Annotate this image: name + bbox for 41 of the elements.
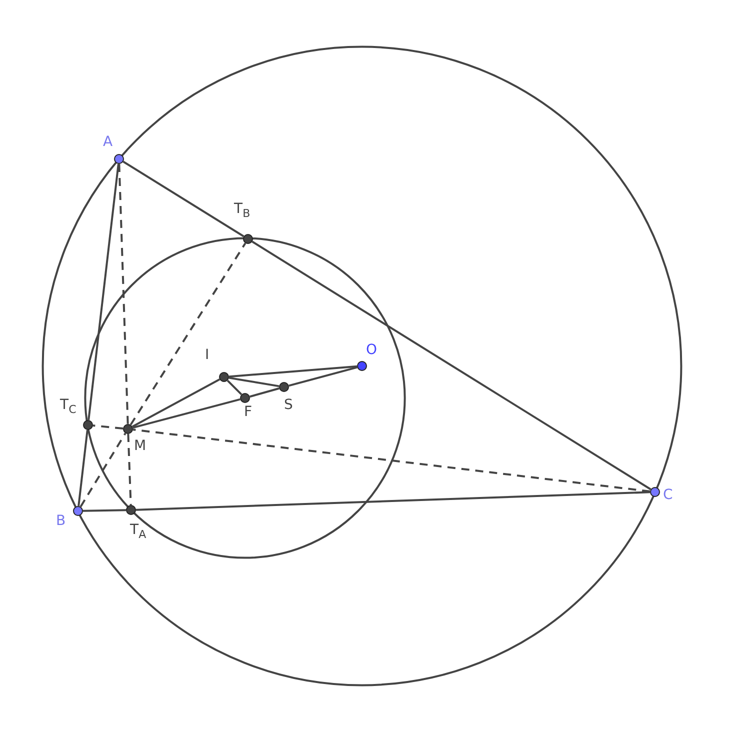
line-segment <box>132 378 220 428</box>
dashed-segment <box>130 242 246 426</box>
point-marker <box>357 361 367 371</box>
line-segment <box>288 366 358 387</box>
dashed-segment <box>80 432 126 508</box>
line-segment <box>88 164 120 420</box>
dashed-segment <box>132 428 650 492</box>
point-marker <box>114 154 124 164</box>
line-segment <box>132 398 240 429</box>
point-label: F <box>244 404 252 420</box>
point-label: I <box>205 347 210 363</box>
dashed-segment <box>118 164 129 424</box>
line-segment <box>82 509 126 512</box>
line-segment <box>226 380 242 396</box>
dashed-segment <box>92 424 124 430</box>
point-marker <box>83 420 93 430</box>
point-label: B <box>56 513 66 529</box>
point-marker <box>279 382 289 392</box>
dashed-segment <box>127 434 132 506</box>
point-label: M <box>134 438 146 454</box>
line-segment <box>136 491 650 511</box>
point-marker <box>243 234 253 244</box>
line-segment <box>252 240 652 490</box>
point-label: C <box>663 487 673 503</box>
point-label: T$_{A}$ <box>130 522 146 543</box>
line-segment <box>228 376 280 388</box>
point-label: A <box>103 134 113 150</box>
line-segment <box>78 430 88 506</box>
point-marker <box>650 487 660 497</box>
point-marker <box>73 506 83 516</box>
point-label: T$_{B}$ <box>234 201 250 222</box>
line-segment <box>228 365 358 378</box>
point-marker <box>219 372 229 382</box>
point-label: T$_{C}$ <box>60 397 76 418</box>
line-segment <box>122 160 244 238</box>
point-marker <box>126 505 136 515</box>
point-marker <box>240 393 250 403</box>
point-label: S <box>284 397 293 413</box>
point-label: O <box>366 342 378 358</box>
line-segment <box>250 387 280 398</box>
point-marker <box>123 424 133 434</box>
